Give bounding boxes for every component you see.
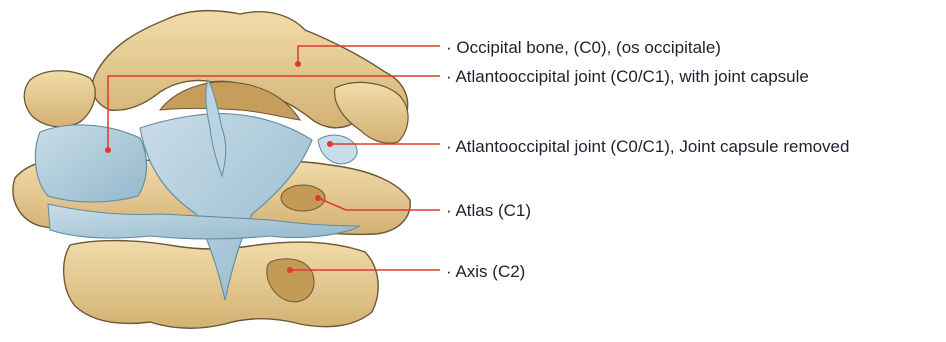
leader-dot-occipital (295, 61, 301, 67)
label-atlantooccipital-joint-capsule-removed: · Atlantooccipital joint (C0/C1), Joint … (446, 137, 849, 157)
label-atlas: · Atlas (C1) (446, 201, 531, 221)
left-joint-capsule (35, 125, 146, 202)
right-joint-capsule-removed (318, 135, 357, 164)
leader-dot-joint-with-capsule (105, 147, 111, 153)
leader-dot-joint-capsule-removed (327, 141, 333, 147)
leader-dot-axis (287, 267, 293, 273)
left-occipital-process (24, 71, 95, 127)
label-occipital-bone: · Occipital bone, (C0), (os occipitale) (446, 38, 721, 58)
leader-dot-atlas (315, 195, 321, 201)
label-atlantooccipital-joint-with-capsule: · Atlantooccipital joint (C0/C1), with j… (446, 67, 809, 87)
label-axis: · Axis (C2) (446, 262, 525, 282)
